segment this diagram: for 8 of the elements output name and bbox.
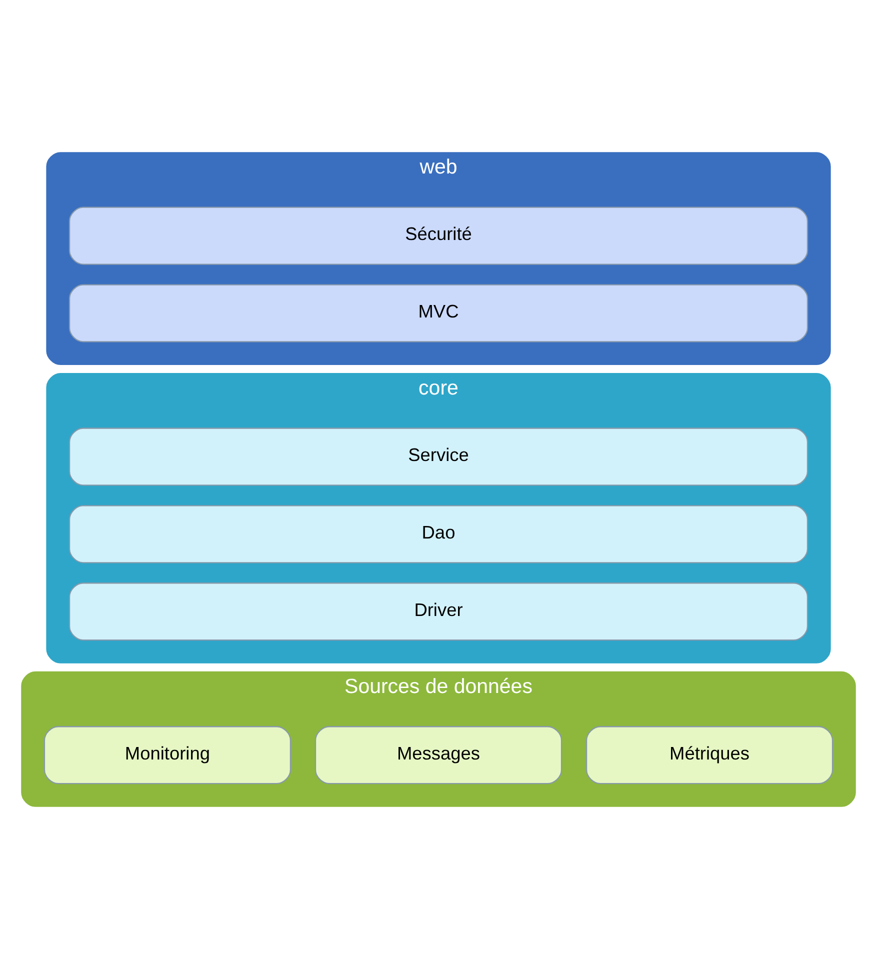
node-box: Messages: [314, 726, 562, 784]
node-box: Dao: [68, 505, 808, 564]
node-box: Monitoring: [44, 726, 292, 784]
node-box: Sécurité: [68, 206, 808, 265]
node-box: Driver: [68, 582, 808, 641]
node-box: MVC: [68, 284, 808, 342]
node-box: Métriques: [586, 726, 834, 784]
node-box: Service: [68, 428, 808, 486]
